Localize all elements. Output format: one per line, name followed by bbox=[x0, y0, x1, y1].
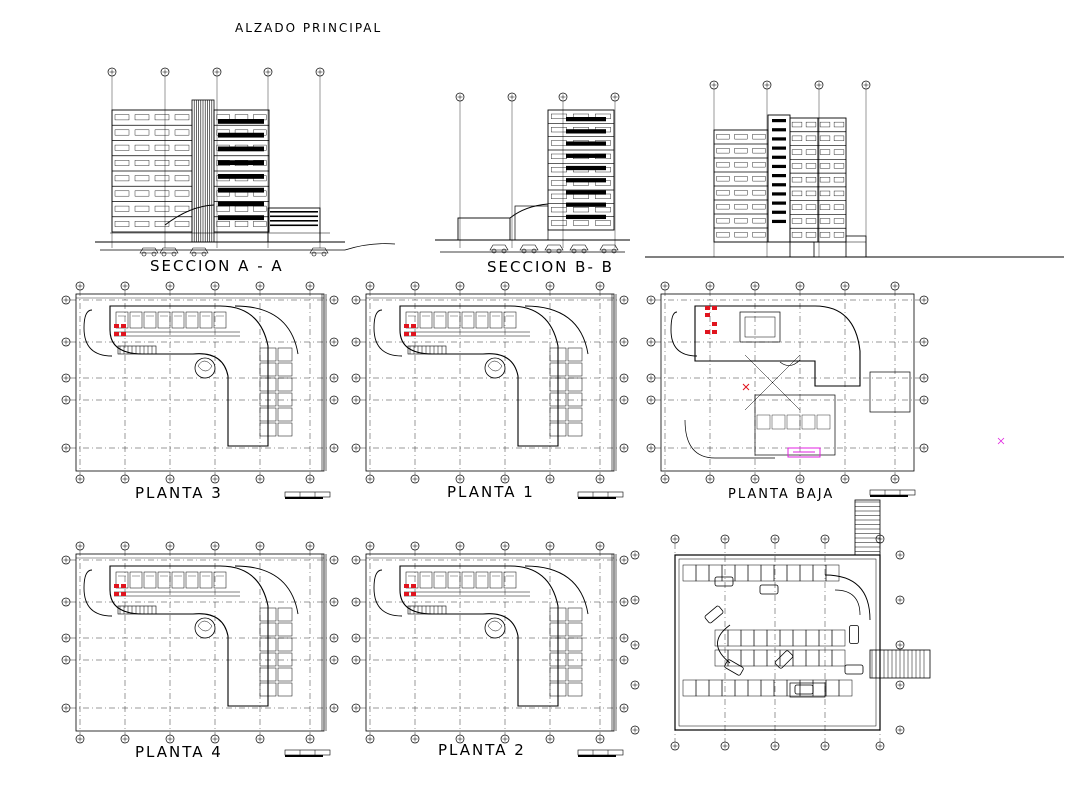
label-seccion-a: SECCION A - A bbox=[150, 257, 284, 275]
floor-plan-1 bbox=[351, 281, 629, 484]
elevation-principal bbox=[645, 80, 1064, 258]
label-seccion-b: SECCION B- B bbox=[487, 258, 614, 276]
label-planta-4: PLANTA 4 bbox=[135, 743, 223, 761]
label-planta-2: PLANTA 2 bbox=[438, 741, 526, 759]
scale-bars bbox=[284, 489, 916, 757]
elevation-seccion-b bbox=[435, 92, 630, 254]
drawing-title: ALZADO PRINCIPAL bbox=[235, 21, 382, 35]
label-planta-baja: PLANTA BAJA bbox=[728, 487, 834, 502]
floor-plan-parking bbox=[630, 499, 931, 751]
label-planta-3: PLANTA 3 bbox=[135, 484, 223, 502]
elevation-seccion-a bbox=[95, 67, 396, 257]
floor-plan-2 bbox=[351, 541, 629, 744]
floor-plan-3 bbox=[61, 281, 339, 484]
label-planta-1: PLANTA 1 bbox=[447, 483, 535, 501]
floor-plan-4 bbox=[61, 541, 339, 744]
floor-plan-baja bbox=[646, 281, 1005, 484]
